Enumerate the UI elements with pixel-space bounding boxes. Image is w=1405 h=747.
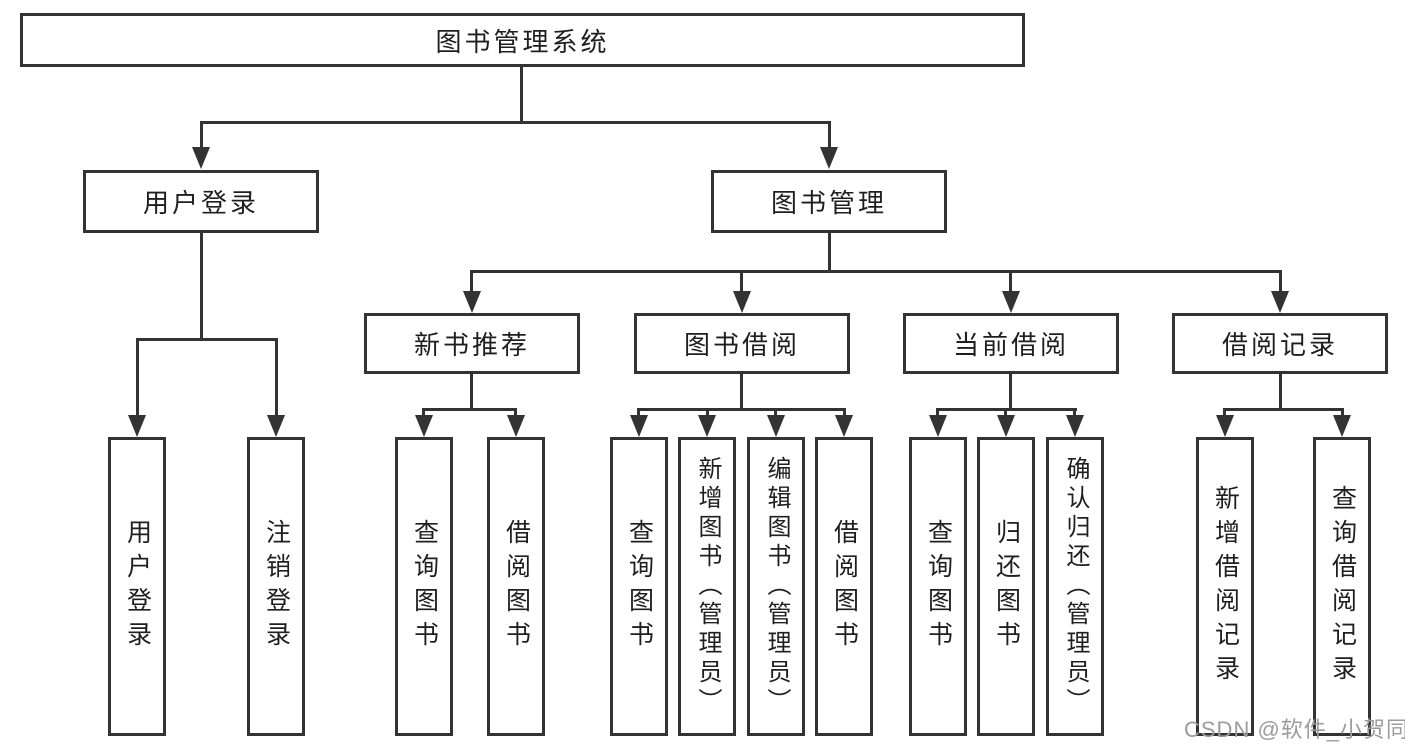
- arrow-down-icon: [733, 291, 751, 313]
- leaf-return-books: 归还图书: [977, 437, 1035, 736]
- connector-line: [1279, 270, 1282, 296]
- leaf-label: 用户登录: [123, 518, 152, 655]
- node-book-borrowing: 图书借阅: [634, 313, 850, 374]
- connector-line: [423, 408, 517, 411]
- node-user-login: 用户登录: [83, 170, 319, 233]
- connector-line: [706, 408, 709, 418]
- arrow-down-icon: [698, 415, 716, 437]
- leaf-confirm-return-admin: 确认归还（管理员）: [1046, 437, 1104, 736]
- connector-line: [1009, 270, 1012, 296]
- leaf-user-login: 用户登录: [108, 437, 166, 736]
- connector-line: [936, 408, 939, 418]
- connector-line: [200, 121, 203, 149]
- leaf-label: 归还图书: [992, 518, 1021, 655]
- connector-line: [740, 270, 743, 296]
- connector-line: [470, 374, 473, 408]
- leaf-label: 新增图书（管理员）: [694, 456, 721, 717]
- node-label: 当前借阅: [952, 330, 1069, 360]
- connector-line: [1223, 408, 1226, 418]
- node-book-management-system: 图书管理系统: [20, 13, 1025, 67]
- node-label: 借阅记录: [1221, 330, 1338, 360]
- arrow-down-icon: [767, 415, 785, 437]
- connector-line: [275, 338, 278, 418]
- arrow-down-icon: [1002, 291, 1020, 313]
- arrow-down-icon: [1271, 291, 1289, 313]
- connector-line: [200, 121, 830, 124]
- arrow-down-icon: [630, 415, 648, 437]
- node-label: 图书管理系统: [435, 26, 610, 57]
- node-label: 用户登录: [142, 188, 259, 218]
- leaf-label: 确认归还（管理员）: [1062, 456, 1089, 717]
- connector-line: [740, 374, 743, 408]
- connector-line: [200, 233, 203, 338]
- leaf-label: 编辑图书（管理员）: [763, 456, 790, 717]
- leaf-add-book-admin: 新增图书（管理员）: [678, 437, 736, 736]
- arrow-down-icon: [267, 415, 285, 437]
- leaf-label: 查询图书: [410, 518, 439, 655]
- connector-line: [1009, 374, 1012, 408]
- arrow-down-icon: [128, 415, 146, 437]
- connector-line: [828, 121, 831, 149]
- connector-line: [1004, 408, 1007, 418]
- connector-line: [470, 270, 473, 296]
- node-label: 图书管理: [770, 188, 887, 218]
- connector-line: [843, 408, 846, 418]
- leaf-add-borrow-record: 新增借阅记录: [1196, 437, 1254, 736]
- arrow-down-icon: [1333, 415, 1351, 437]
- connector-line: [774, 408, 777, 418]
- arrow-down-icon: [1066, 415, 1084, 437]
- connector-line: [1341, 408, 1344, 418]
- connector-line: [136, 338, 139, 418]
- leaf-label: 借阅图书: [830, 518, 859, 655]
- arrow-down-icon: [835, 415, 853, 437]
- leaf-query-books-current: 查询图书: [909, 437, 967, 736]
- connector-line: [471, 270, 1281, 273]
- connector-line: [638, 408, 846, 411]
- leaf-label: 注销登录: [262, 518, 291, 655]
- node-label: 图书借阅: [683, 330, 800, 360]
- node-borrowing-records: 借阅记录: [1172, 313, 1388, 374]
- arrow-down-icon: [997, 415, 1015, 437]
- leaf-edit-book-admin: 编辑图书（管理员）: [747, 437, 805, 736]
- leaf-label: 查询图书: [625, 518, 654, 655]
- connector-line: [637, 408, 640, 418]
- arrow-down-icon: [507, 415, 525, 437]
- leaf-query-books-borrowing: 查询图书: [610, 437, 668, 736]
- connector-line: [514, 408, 517, 418]
- connector-line: [828, 233, 831, 273]
- leaf-borrow-books-recommend: 借阅图书: [487, 437, 545, 736]
- node-current-borrowing: 当前借阅: [903, 313, 1119, 374]
- arrow-down-icon: [820, 147, 838, 169]
- leaf-label: 查询图书: [924, 518, 953, 655]
- arrow-down-icon: [1216, 415, 1234, 437]
- arrow-down-icon: [929, 415, 947, 437]
- leaf-borrow-books-borrowing: 借阅图书: [815, 437, 873, 736]
- node-book-management: 图书管理: [711, 170, 947, 233]
- leaf-query-borrow-record: 查询借阅记录: [1313, 437, 1371, 736]
- leaf-label: 查询借阅记录: [1328, 484, 1357, 689]
- leaf-query-books-recommend: 查询图书: [395, 437, 453, 736]
- connector-line: [520, 67, 523, 121]
- leaf-logout: 注销登录: [247, 437, 305, 736]
- connector-line: [422, 408, 425, 418]
- arrow-down-icon: [192, 147, 210, 169]
- connector-line: [937, 408, 1077, 411]
- arrow-down-icon: [463, 291, 481, 313]
- connector-line: [136, 338, 278, 341]
- arrow-down-icon: [415, 415, 433, 437]
- connector-line: [1073, 408, 1076, 418]
- leaf-label: 新增借阅记录: [1211, 484, 1240, 689]
- connector-line: [1224, 408, 1344, 411]
- node-new-book-recommend: 新书推荐: [364, 313, 580, 374]
- node-label: 新书推荐: [413, 330, 530, 360]
- leaf-label: 借阅图书: [502, 518, 531, 655]
- watermark: CSDN @软件_小贺同学: [1184, 717, 1405, 742]
- connector-line: [1279, 374, 1282, 408]
